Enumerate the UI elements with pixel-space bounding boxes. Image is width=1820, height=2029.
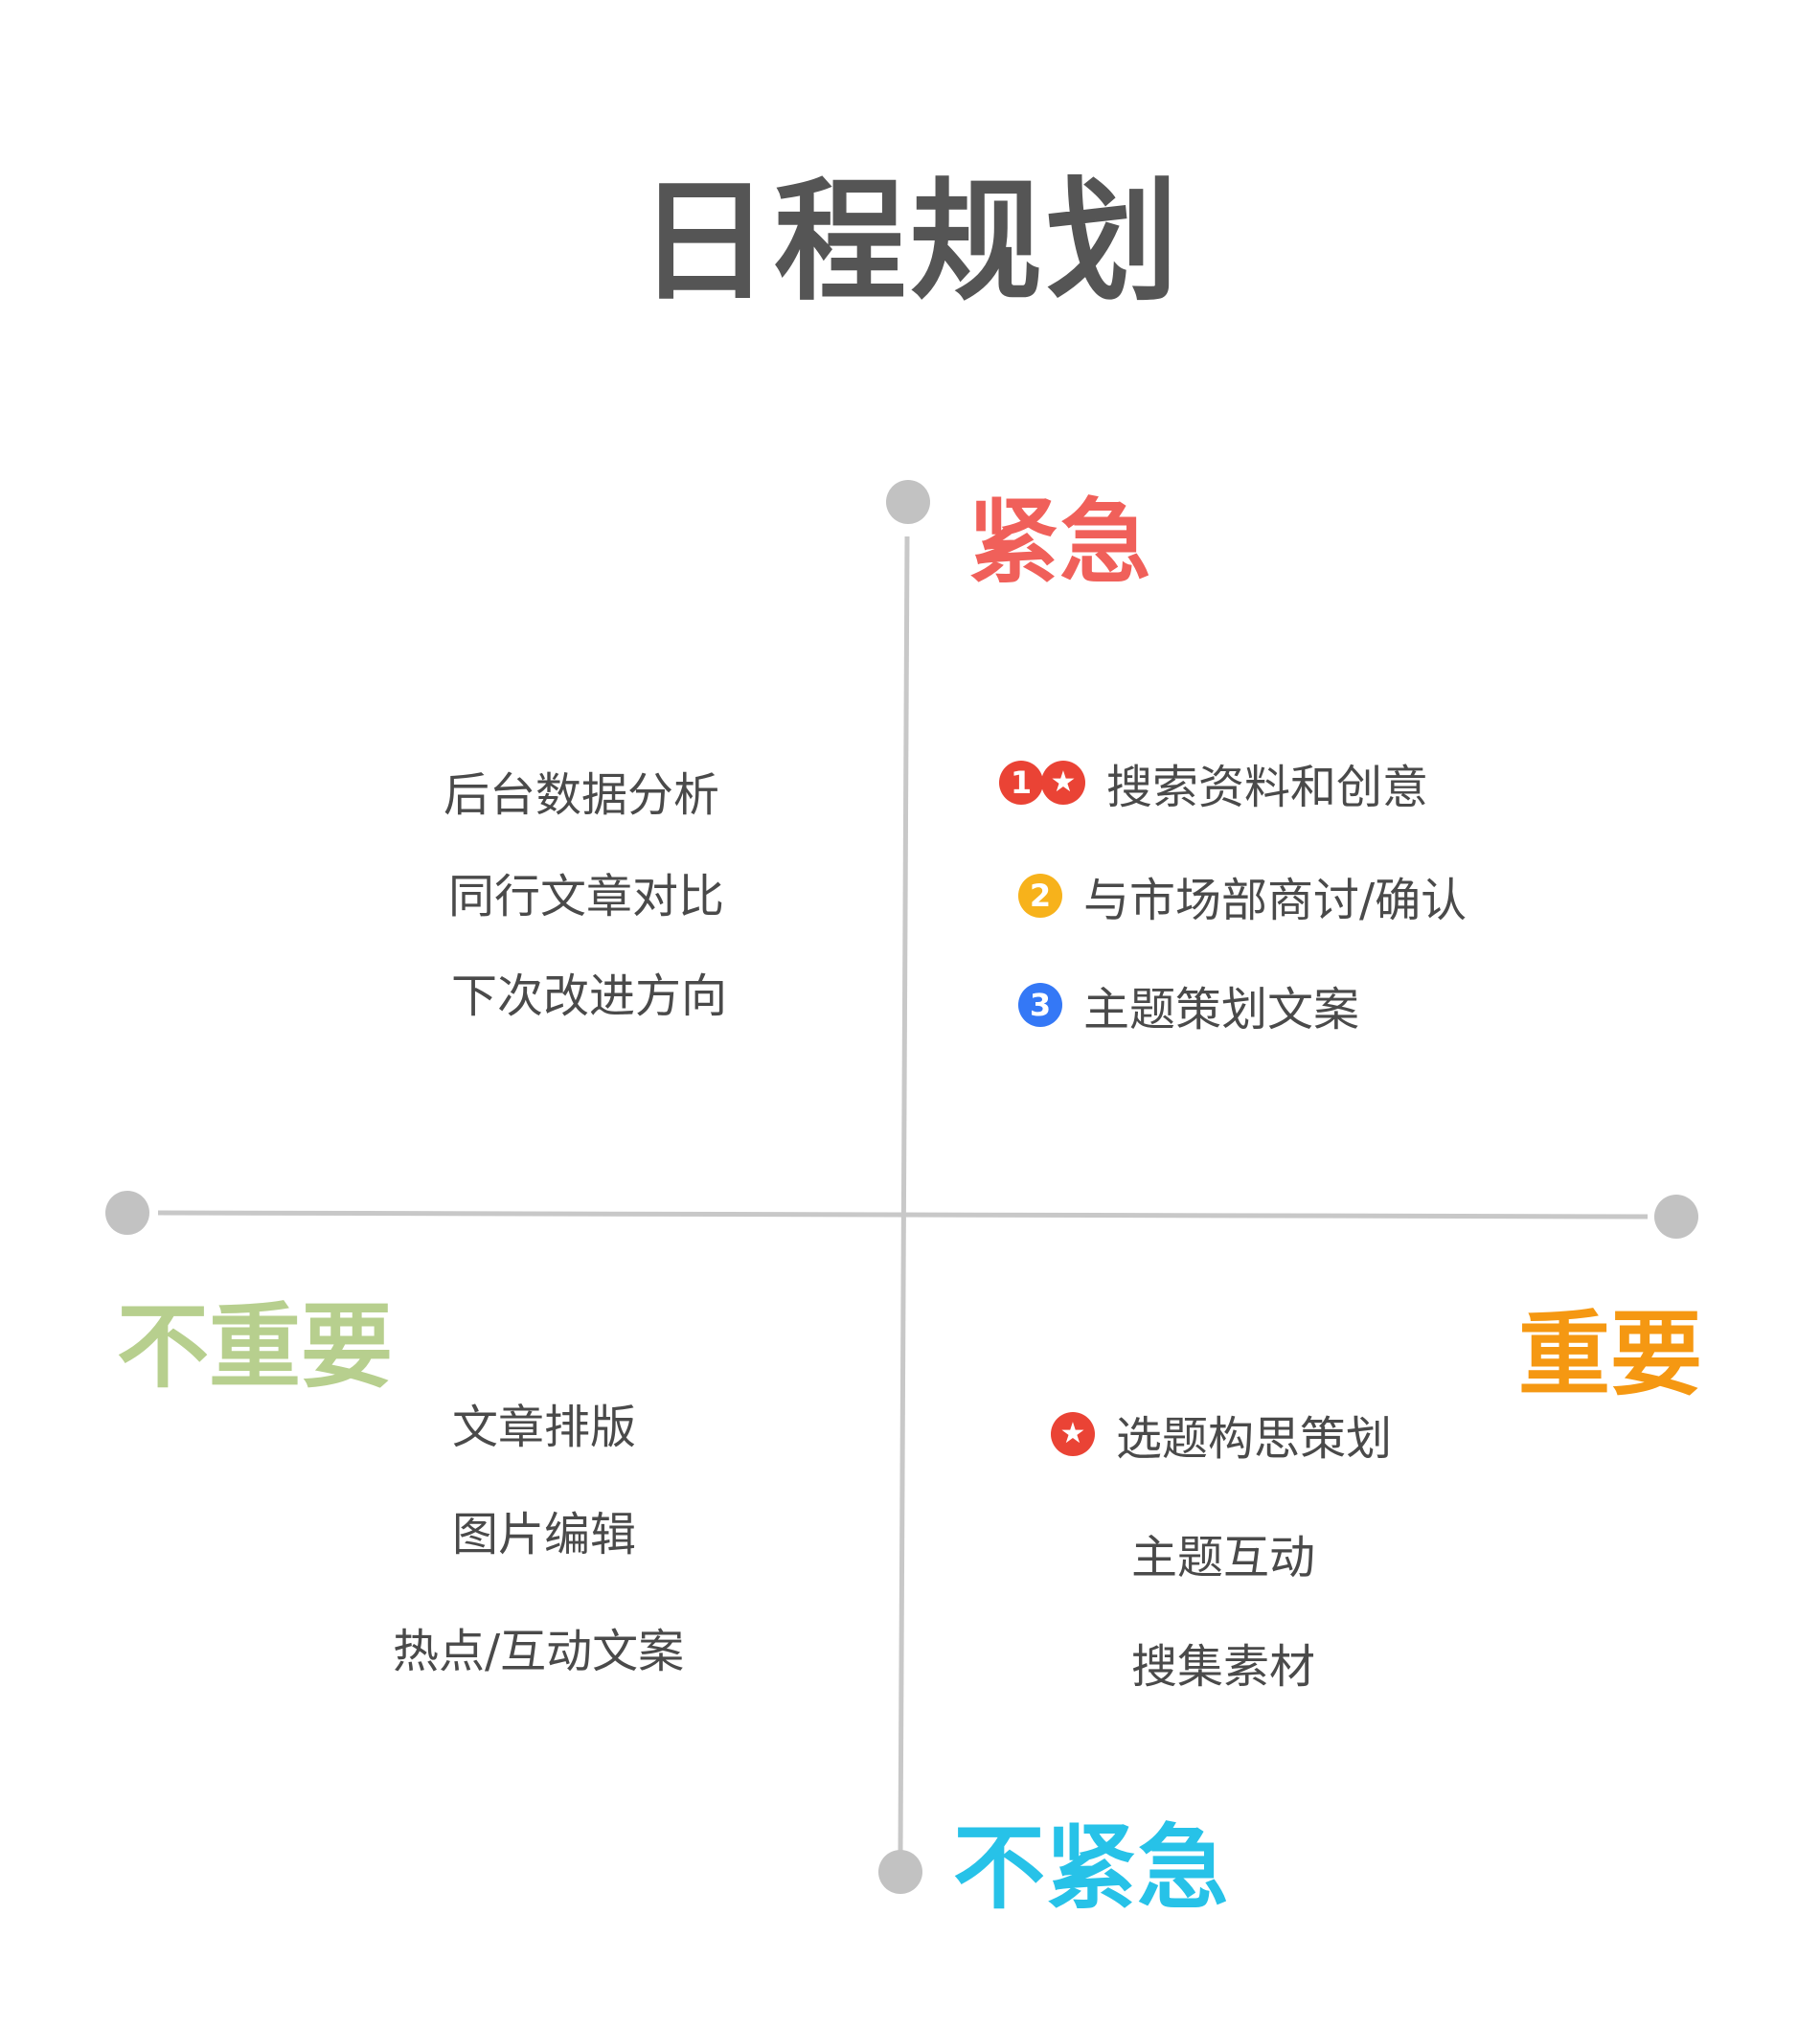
priority-badges: 3: [1018, 983, 1062, 1027]
axis-label-urgent: 紧急: [967, 489, 1151, 596]
page-title: 日程规划: [637, 165, 1182, 319]
task-item: 搜集素材: [1131, 1629, 1315, 1696]
rank-2-badge-icon: 2: [1018, 874, 1062, 918]
rank-1-badge-icon: 1: [999, 761, 1043, 805]
axis-dot-left: [105, 1191, 149, 1235]
axis-dot-right: [1654, 1195, 1698, 1239]
task-item: 3 主题策划文案: [1018, 971, 1359, 1038]
task-item: 下次改进方向: [451, 958, 727, 1025]
horizontal-axis-line: [157, 1210, 1649, 1220]
task-text: 与市场部商讨/确认: [1083, 874, 1467, 927]
task-item: 后台数据分析: [444, 757, 719, 824]
star-badge-icon: ★: [1051, 1412, 1095, 1456]
task-item: 1 ★ 搜索资料和创意: [999, 749, 1428, 816]
rank-3-badge-icon: 3: [1018, 983, 1062, 1027]
axis-label-not-urgent: 不紧急: [953, 1814, 1229, 1922]
task-text: 同行文章对比: [448, 870, 725, 923]
priority-badges: 1 ★: [999, 761, 1085, 805]
task-item: 文章排版: [452, 1389, 636, 1456]
task-item: 图片编辑: [452, 1496, 636, 1563]
task-text: 后台数据分析: [444, 768, 720, 822]
task-item: 热点/互动文案: [393, 1613, 684, 1680]
task-text: 图片编辑: [452, 1508, 637, 1562]
axis-dot-top: [886, 480, 930, 524]
task-text: 主题互动: [1131, 1531, 1316, 1584]
star-badge-icon: ★: [1041, 761, 1085, 805]
vertical-axis-line: [898, 536, 910, 1855]
axis-label-important: 重要: [1518, 1301, 1702, 1408]
task-item: 同行文章对比: [448, 858, 724, 925]
task-text: 主题策划文案: [1083, 983, 1360, 1037]
task-text: 热点/互动文案: [393, 1625, 685, 1678]
task-text: 下次改进方向: [451, 969, 728, 1023]
task-item: 2 与市场部商讨/确认: [1018, 862, 1467, 929]
axis-label-not-important: 不重要: [117, 1293, 393, 1401]
task-text: 搜索资料和创意: [1106, 761, 1429, 814]
task-item: 主题互动: [1131, 1519, 1315, 1586]
task-text: 搜集素材: [1131, 1640, 1316, 1694]
task-item: ★ 选题构思策划: [1051, 1401, 1392, 1468]
task-text: 文章排版: [452, 1401, 637, 1454]
axis-dot-bottom: [878, 1850, 922, 1894]
priority-badges: 2: [1018, 874, 1062, 918]
task-text: 选题构思策划: [1116, 1412, 1393, 1466]
priority-badges: ★: [1051, 1412, 1095, 1456]
